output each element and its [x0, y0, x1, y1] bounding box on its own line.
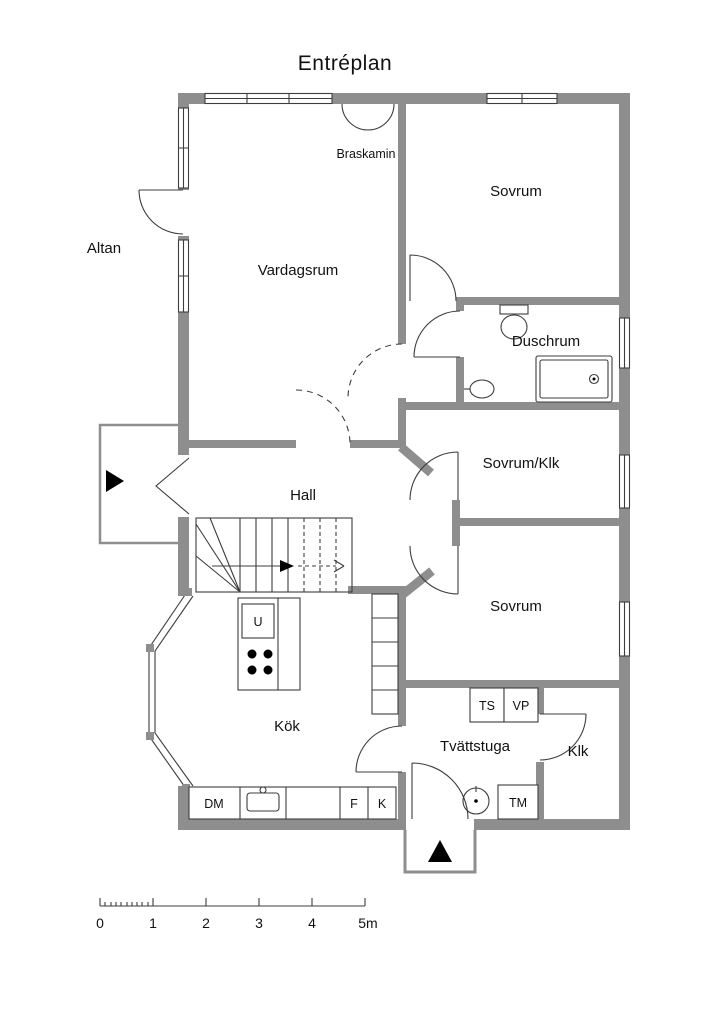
door-sovrum-top [409, 254, 457, 302]
kitchen-counter [188, 786, 397, 820]
laundry-fixtures [462, 687, 539, 820]
toilet-icon [499, 304, 529, 340]
window-right-sovrumklk [618, 454, 631, 509]
window-left-lower [177, 239, 190, 313]
vp-box [503, 687, 539, 723]
kitchen-sink-icon [246, 786, 280, 812]
window-top-left [204, 92, 333, 105]
door-altan [138, 189, 184, 235]
label-ts: TS [479, 699, 495, 713]
entrance-arrow-icon [428, 840, 452, 862]
label-hall: Hall [290, 487, 316, 504]
door-sovrum-mid [409, 545, 459, 595]
scale-bar: 0 1 2 3 4 5m [96, 898, 378, 931]
scale-tick-3: 3 [255, 915, 263, 931]
ts-box [469, 687, 505, 723]
oven-box [241, 603, 275, 639]
label-tvattstuga: Tvättstuga [440, 738, 511, 755]
stove-icon [247, 649, 273, 675]
porch [98, 423, 178, 545]
bay-window [146, 588, 194, 792]
shower-icon [535, 355, 613, 403]
label-sovrum-mid: Sovrum [490, 598, 542, 615]
label-vardagsrum: Vardagsrum [258, 262, 339, 279]
tm-box [497, 784, 539, 820]
label-k: K [378, 797, 387, 811]
opening-vardagsrum-corridor [347, 343, 403, 399]
bathroom-fixtures [464, 304, 613, 403]
door-kok-tvattstuga [355, 725, 403, 773]
door-openings [176, 190, 191, 517]
laundry-sink-icon [462, 786, 490, 815]
door-duschrum [413, 310, 461, 358]
label-altan: Altan [87, 240, 121, 257]
door-klk [539, 713, 587, 761]
scale-tick-5: 5m [358, 915, 377, 931]
stair-direction-arrow [212, 559, 345, 573]
window-right-duschrum [618, 317, 631, 369]
opening-vardagsrum-hall [295, 389, 351, 445]
interior-walls [189, 104, 619, 819]
label-dm: DM [204, 797, 223, 811]
label-duschrum: Duschrum [512, 333, 580, 350]
scale-tick-4: 4 [308, 915, 316, 931]
porch-entry-arrow-icon [106, 470, 124, 492]
label-sovrum-klk: Sovrum/Klk [483, 455, 560, 472]
label-vp: VP [513, 699, 530, 713]
label-sovrum-top: Sovrum [490, 183, 542, 200]
window-right-sovrum [618, 601, 631, 657]
door-hall-porch [155, 457, 190, 515]
shelf-unit [371, 593, 399, 715]
window-left-upper [177, 107, 190, 189]
scale-tick-1: 1 [149, 915, 157, 931]
fireplace-arc [341, 103, 395, 131]
kitchen-island [237, 597, 301, 691]
label-f: F [350, 797, 358, 811]
door-sovrumklk [409, 451, 459, 501]
label-kok: Kök [274, 718, 300, 735]
vestibule [403, 830, 477, 874]
door-entrance [411, 762, 469, 820]
scale-tick-0: 0 [96, 915, 104, 931]
label-u: U [253, 615, 262, 629]
stairs [195, 517, 353, 593]
window-top-right [486, 92, 558, 105]
label-tm: TM [509, 796, 527, 810]
bathroom-sink-icon [464, 379, 495, 399]
label-braskamin: Braskamin [336, 147, 395, 161]
labels: Entréplan Altan Braskamin Vardagsrum Sov… [87, 52, 589, 811]
scale-tick-2: 2 [202, 915, 210, 931]
page-title: Entréplan [298, 52, 392, 75]
label-klk: Klk [568, 743, 589, 760]
